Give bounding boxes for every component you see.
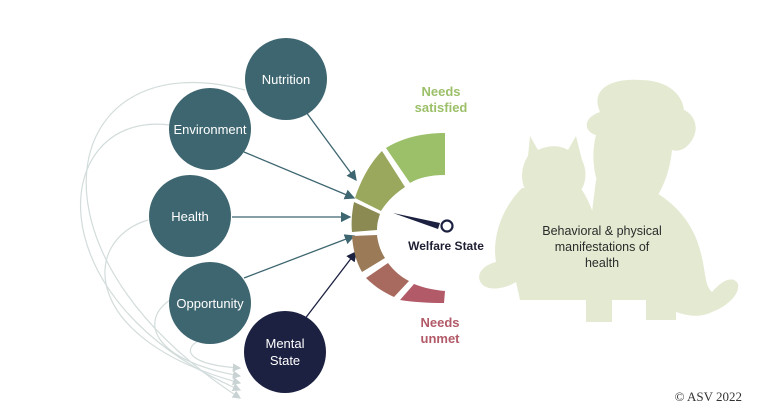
needs-satisfied-label-2: satisfied [415, 100, 468, 115]
needs-unmet-label-1: Needs [420, 315, 459, 330]
node-mental-state: Mental State [244, 311, 326, 393]
gauge-segment-3 [351, 202, 380, 232]
gauge-segment-2 [355, 151, 405, 211]
input-arrows [232, 111, 357, 321]
cat-dog-silhouette [479, 79, 739, 322]
feedback-arcs [79, 81, 246, 399]
svg-text:Health: Health [171, 209, 209, 224]
svg-text:Mental: Mental [265, 336, 304, 351]
gauge-segment-6 [400, 284, 445, 303]
node-opportunity: Opportunity [169, 262, 251, 344]
copyright-text: © ASV 2022 [675, 389, 742, 404]
svg-text:Opportunity: Opportunity [176, 296, 244, 311]
node-nutrition: Nutrition [245, 38, 327, 120]
needs-satisfied-label-1: Needs [421, 84, 460, 99]
gauge-segment-1 [386, 133, 445, 183]
svg-text:Environment: Environment [174, 122, 247, 137]
animal-text-line-1: Behavioral & physical [542, 224, 662, 238]
welfare-state-label: Welfare State [408, 239, 484, 253]
gauge-segment-4 [352, 235, 385, 272]
animal-text-line-2: manifestations of [555, 240, 650, 254]
needs-unmet-label-2: unmet [421, 331, 461, 346]
svg-text:State: State [270, 353, 300, 368]
welfare-gauge [351, 133, 445, 303]
gauge-segment-5 [366, 263, 409, 297]
animal-text-line-3: health [585, 256, 619, 270]
svg-text:Nutrition: Nutrition [262, 72, 310, 87]
gauge-needle [393, 213, 454, 233]
node-environment: Environment [169, 88, 251, 170]
node-health: Health [149, 175, 231, 257]
